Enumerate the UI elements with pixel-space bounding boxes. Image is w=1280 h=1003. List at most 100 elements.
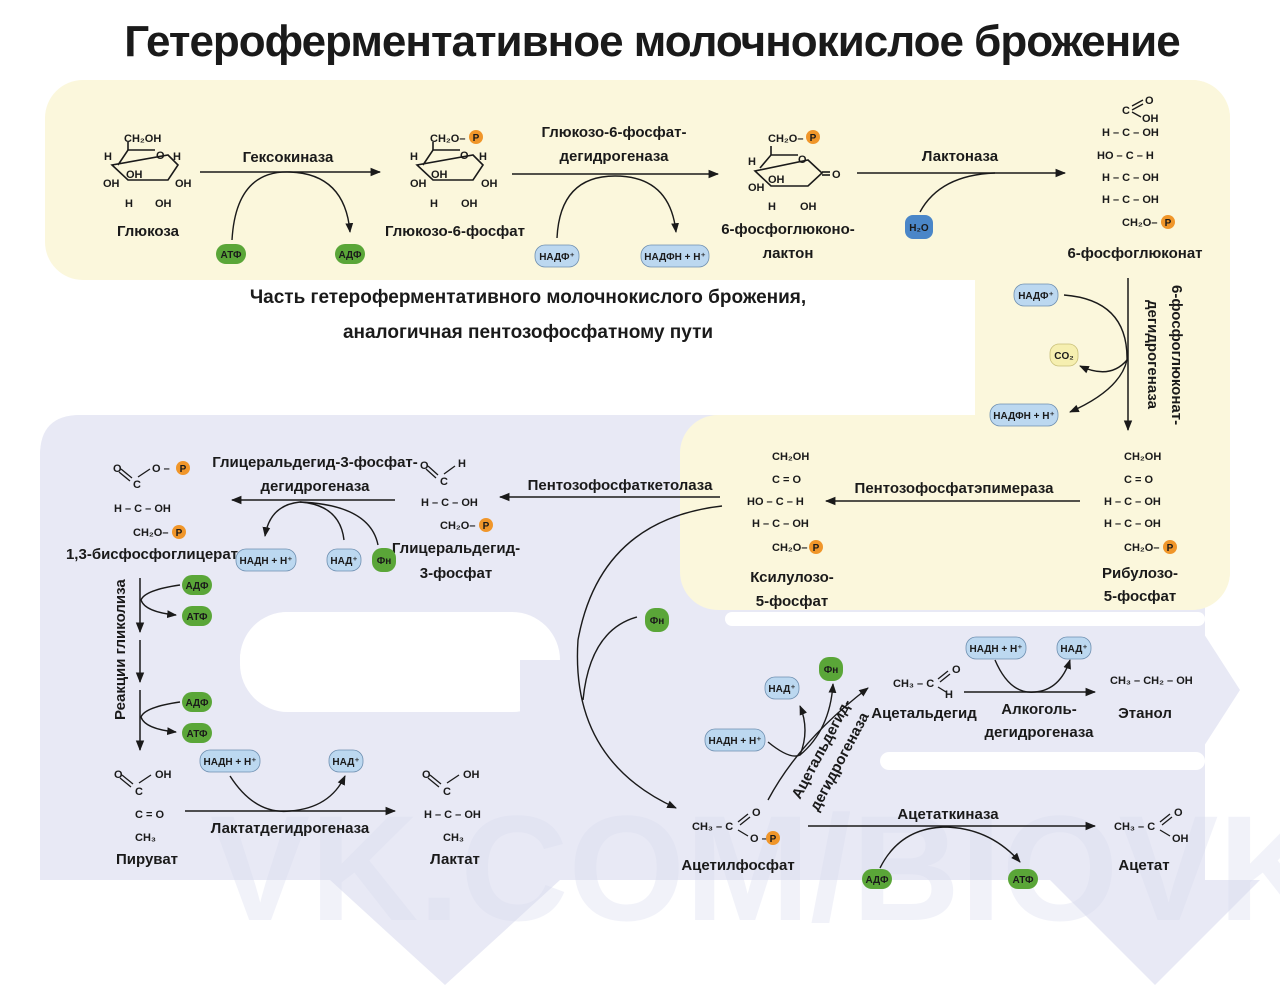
- svg-text:P: P: [1167, 543, 1174, 554]
- svg-text:НАДН + Н⁺: НАДН + Н⁺: [203, 757, 256, 768]
- svg-text:CH₃ – C: CH₃ – C: [893, 678, 934, 690]
- svg-text:P: P: [813, 543, 820, 554]
- svg-text:НАД⁺: НАД⁺: [1060, 644, 1087, 655]
- svg-text:НАД⁺: НАД⁺: [768, 684, 795, 695]
- oh-label: OH: [175, 178, 192, 190]
- svg-text:H – C – OH: H – C – OH: [752, 518, 809, 530]
- svg-text:OH: OH: [1142, 113, 1159, 125]
- svg-text:P: P: [180, 464, 187, 475]
- ring-o: O: [798, 154, 807, 166]
- svg-text:HO – C – H: HO – C – H: [1097, 150, 1154, 162]
- svg-text:НАДН + Н⁺: НАДН + Н⁺: [708, 736, 761, 747]
- glucose-structure: [110, 142, 180, 181]
- phosphate-icon: P: [469, 130, 483, 144]
- enzyme-glycolysis: Реакции гликолиза: [112, 579, 129, 720]
- ring-o: O: [460, 150, 469, 162]
- nad-badge: НАД⁺: [326, 548, 362, 572]
- compound-g3p-line1: Глицеральдегид-: [392, 540, 520, 557]
- h-label: H: [410, 151, 418, 163]
- svg-text:CH₃: CH₃: [443, 832, 464, 844]
- oh-label: OH: [126, 169, 143, 181]
- svg-text:C: C: [1122, 105, 1130, 117]
- svg-text:O: O: [113, 463, 122, 475]
- atp-badge: АТФ: [182, 723, 212, 743]
- carbonyl-o: O: [832, 169, 841, 181]
- h-label: H: [104, 151, 112, 163]
- nadph-badge: НАДФН + Н⁺: [640, 244, 710, 268]
- g6p-structure: [415, 142, 485, 181]
- enzyme-pgdh-line2: дегидрогеназа: [1144, 300, 1161, 410]
- phosphate-icon: P: [1163, 540, 1177, 554]
- svg-text:АДФ: АДФ: [338, 250, 362, 261]
- compound-ethanol: Этанол: [1118, 705, 1172, 722]
- svg-text:H – C – OH: H – C – OH: [1104, 518, 1161, 530]
- compound-ribulose-line2: 5-фосфат: [1104, 588, 1176, 605]
- compound-lactate: Лактат: [430, 851, 480, 868]
- compound-g6p: Глюкозо-6-фосфат: [385, 223, 525, 240]
- oh-label: OH: [748, 182, 765, 194]
- svg-text:CH₃ – C: CH₃ – C: [692, 821, 733, 833]
- blue-fill: [520, 660, 560, 880]
- enzyme-acetatekinase: Ацетаткиназа: [897, 806, 999, 823]
- svg-text:НАДФН + Н⁺: НАДФН + Н⁺: [644, 252, 705, 263]
- phosphate-icon: P: [479, 518, 493, 532]
- svg-text:Фн: Фн: [650, 616, 665, 627]
- lactone-ch2o: CH₂O–: [768, 133, 803, 145]
- enzyme-gapdh-line1: Глицеральдегид-3-фосфат-: [212, 454, 418, 471]
- svg-text:H₂O: H₂O: [909, 223, 929, 234]
- atp-badge: АТФ: [216, 244, 246, 264]
- svg-text:C = O: C = O: [772, 474, 801, 486]
- compound-acetate: Ацетат: [1118, 857, 1169, 874]
- subtitle-line1: Часть гетероферментативного молочнокисло…: [250, 287, 806, 308]
- acetylphosphate-structure: CH₃ – C O O –: [692, 807, 768, 845]
- phosphate-icon: P: [172, 525, 186, 539]
- svg-text:H – C – OH: H – C – OH: [1102, 127, 1159, 139]
- svg-text:H – C – OH: H – C – OH: [1102, 172, 1159, 184]
- nadh-badge: НАДН + Н⁺: [199, 749, 261, 773]
- svg-text:O: O: [114, 769, 123, 781]
- svg-text:Фн: Фн: [377, 556, 392, 567]
- svg-text:CH₂O–: CH₂O–: [772, 542, 807, 554]
- water-curve: [919, 172, 996, 213]
- svg-text:P: P: [770, 834, 777, 845]
- svg-text:C = O: C = O: [135, 809, 164, 821]
- cofactor-curve: [229, 775, 346, 813]
- svg-text:H – C – OH: H – C – OH: [1102, 194, 1159, 206]
- cofactor-curve: [556, 175, 679, 239]
- phosphate-icon: P: [766, 831, 780, 845]
- bpg-structure: O O – C H – C – OH CH₂O–: [113, 463, 171, 539]
- glucose-ch2oh: CH₂OH: [124, 133, 161, 145]
- acetaldehyde-structure: CH₃ – C O H: [893, 664, 961, 701]
- phosphate-icon: P: [806, 130, 820, 144]
- enzyme-g6pdh-line2: дегидрогеназа: [560, 148, 670, 165]
- adp-badge: АДФ: [335, 244, 365, 264]
- cofactor-curve: [994, 659, 1071, 693]
- cofactor-curve: [1063, 294, 1128, 413]
- enzyme-g6pdh-line1: Глюкозо-6-фосфат-: [542, 124, 687, 141]
- compound-xylulose-line2: 5-фосфат: [756, 593, 828, 610]
- svg-text:O –: O –: [152, 463, 170, 475]
- lactate-structure: O OH C H – C – OH CH₃: [422, 769, 481, 844]
- compound-acetylphosphate: Ацетилфосфат: [681, 857, 794, 874]
- svg-text:O: O: [420, 460, 429, 472]
- nadp-badge: НАДФ⁺: [534, 244, 580, 268]
- svg-text:НАДФН + Н⁺: НАДФН + Н⁺: [993, 411, 1054, 422]
- svg-text:H – C – OH: H – C – OH: [114, 503, 171, 515]
- pi-release-curve: [799, 683, 837, 756]
- svg-text:CO₂: CO₂: [1054, 351, 1073, 362]
- svg-text:O: O: [1145, 95, 1154, 107]
- enzyme-epimerase: Пентозофосфатэпимераза: [855, 480, 1055, 497]
- oh-label: OH: [431, 169, 448, 181]
- compound-bpg: 1,3-бисфосфоглицерат: [66, 546, 238, 563]
- svg-text:АТФ: АТФ: [187, 729, 208, 740]
- phosphate-icon: P: [176, 461, 190, 475]
- svg-text:НАД⁺: НАД⁺: [330, 556, 357, 567]
- compound-gluconate: 6-фосфоглюконат: [1067, 245, 1202, 262]
- xylulose-structure: CH₂OH C = O HO – C – H H – C – OH CH₂O–: [747, 451, 809, 554]
- nadph-badge: НАДФН + Н⁺: [989, 403, 1059, 427]
- oh-label: OH: [481, 178, 498, 190]
- oh-label: OH: [461, 198, 478, 210]
- compound-lactone-line2: лактон: [763, 245, 814, 262]
- svg-text:НАДФ⁺: НАДФ⁺: [539, 252, 575, 263]
- pi-badge: Фн: [819, 657, 843, 681]
